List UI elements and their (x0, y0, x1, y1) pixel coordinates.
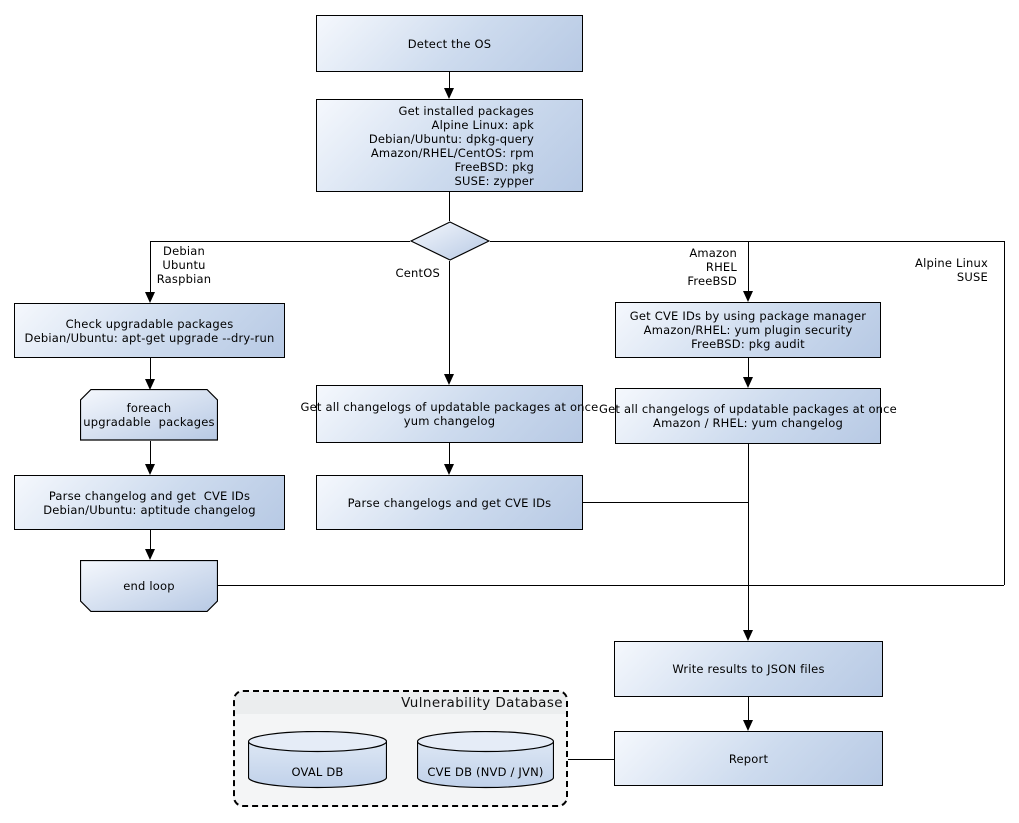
arrowhead-parse-debian (145, 464, 155, 475)
branch-label-amazon: Amazon RHEL FreeBSD (687, 246, 737, 288)
arrowhead-check-upgradable (145, 292, 155, 303)
loop-end-shape (80, 560, 218, 612)
node-write-json-label: Write results to JSON files (672, 662, 825, 676)
node-changelogs-amazon: Get all changelogs of updatable packages… (599, 388, 897, 444)
cylinder-cve-db-shape (417, 731, 554, 789)
edge-parse-to-endloop (150, 530, 151, 550)
node-parse-changelog-debian-label: Parse changelog and get CVE IDs Debian/U… (43, 488, 256, 517)
edge-database-to-report (568, 759, 614, 760)
node-changelogs-amazon-label: Get all changelogs of updatable packages… (599, 402, 897, 430)
branch-label-centos: CentOS (395, 266, 440, 280)
cylinder-oval-db-shape (248, 731, 387, 789)
arrowhead-changelogs-amazon (743, 377, 753, 388)
edge-endloop-merge-line (218, 585, 1004, 586)
node-detect-os: Detect the OS (316, 15, 583, 72)
edge-alpine-branch-down (1004, 241, 1005, 585)
node-report-label: Report (728, 751, 769, 766)
node-report: Report (614, 731, 883, 786)
edge-debian-branch-down (150, 241, 151, 293)
node-get-installed-packages: Get installed packages Alpine Linux: apk… (316, 99, 583, 192)
branch-label-debian: Debian Ubuntu Raspbian (156, 244, 212, 286)
arrowhead-write-json (743, 630, 753, 641)
edge-write-to-report (748, 697, 749, 720)
edge-foreach-to-parse (150, 441, 151, 465)
edge-centos-branch-down (449, 261, 450, 375)
arrowhead-changelogs-centos (444, 374, 454, 385)
loop-start-foreach-shape (80, 389, 218, 441)
arrowhead-endloop (145, 549, 155, 560)
vulnerability-database-header: Vulnerability Database (235, 692, 566, 714)
arrowhead-installed (444, 88, 454, 99)
node-check-upgradable: Check upgradable packages Debian/Ubuntu:… (14, 303, 285, 358)
node-parse-changelogs-centos-label: Parse changelogs and get CVE IDs (347, 495, 552, 510)
node-cve-ids-pkg-manager: Get CVE IDs by using package manager Ama… (615, 302, 881, 358)
edge-parse-centos-to-merge (583, 502, 748, 503)
node-changelogs-centos-label: Get all changelogs of updatable packages… (300, 400, 599, 428)
edge-changelogs-to-parse-centos (449, 443, 450, 465)
edge-decision-left (150, 241, 410, 242)
node-get-installed-packages-label: Get installed packages Alpine Linux: apk… (368, 103, 534, 188)
edge-detect-to-installed (449, 71, 450, 89)
node-changelogs-centos: Get all changelogs of updatable packages… (301, 385, 598, 443)
branch-label-alpine: Alpine Linux SUSE (915, 256, 988, 284)
arrowhead-report (743, 720, 753, 731)
arrowhead-foreach (145, 379, 155, 390)
node-parse-changelog-debian: Parse changelog and get CVE IDs Debian/U… (14, 475, 285, 530)
edge-merge-to-write-json (748, 444, 749, 630)
edge-installed-to-decision (449, 192, 450, 221)
decision-os-diamond (410, 221, 490, 261)
edge-amazon-branch-down (748, 241, 749, 292)
arrowhead-parse-centos (444, 464, 454, 475)
vulnerability-database-title: Vulnerability Database (401, 695, 563, 711)
node-parse-changelogs-centos: Parse changelogs and get CVE IDs (316, 475, 583, 530)
edge-cveids-to-changelogs-amazon (748, 358, 749, 378)
node-cve-ids-pkg-manager-label: Get CVE IDs by using package manager Ama… (629, 309, 867, 351)
node-detect-os-label: Detect the OS (407, 36, 492, 51)
node-write-json: Write results to JSON files (614, 641, 883, 697)
edge-check-to-foreach (150, 358, 151, 380)
edge-decision-right (490, 241, 1004, 242)
arrowhead-cve-ids (743, 291, 753, 302)
node-check-upgradable-label: Check upgradable packages Debian/Ubuntu:… (24, 316, 275, 345)
